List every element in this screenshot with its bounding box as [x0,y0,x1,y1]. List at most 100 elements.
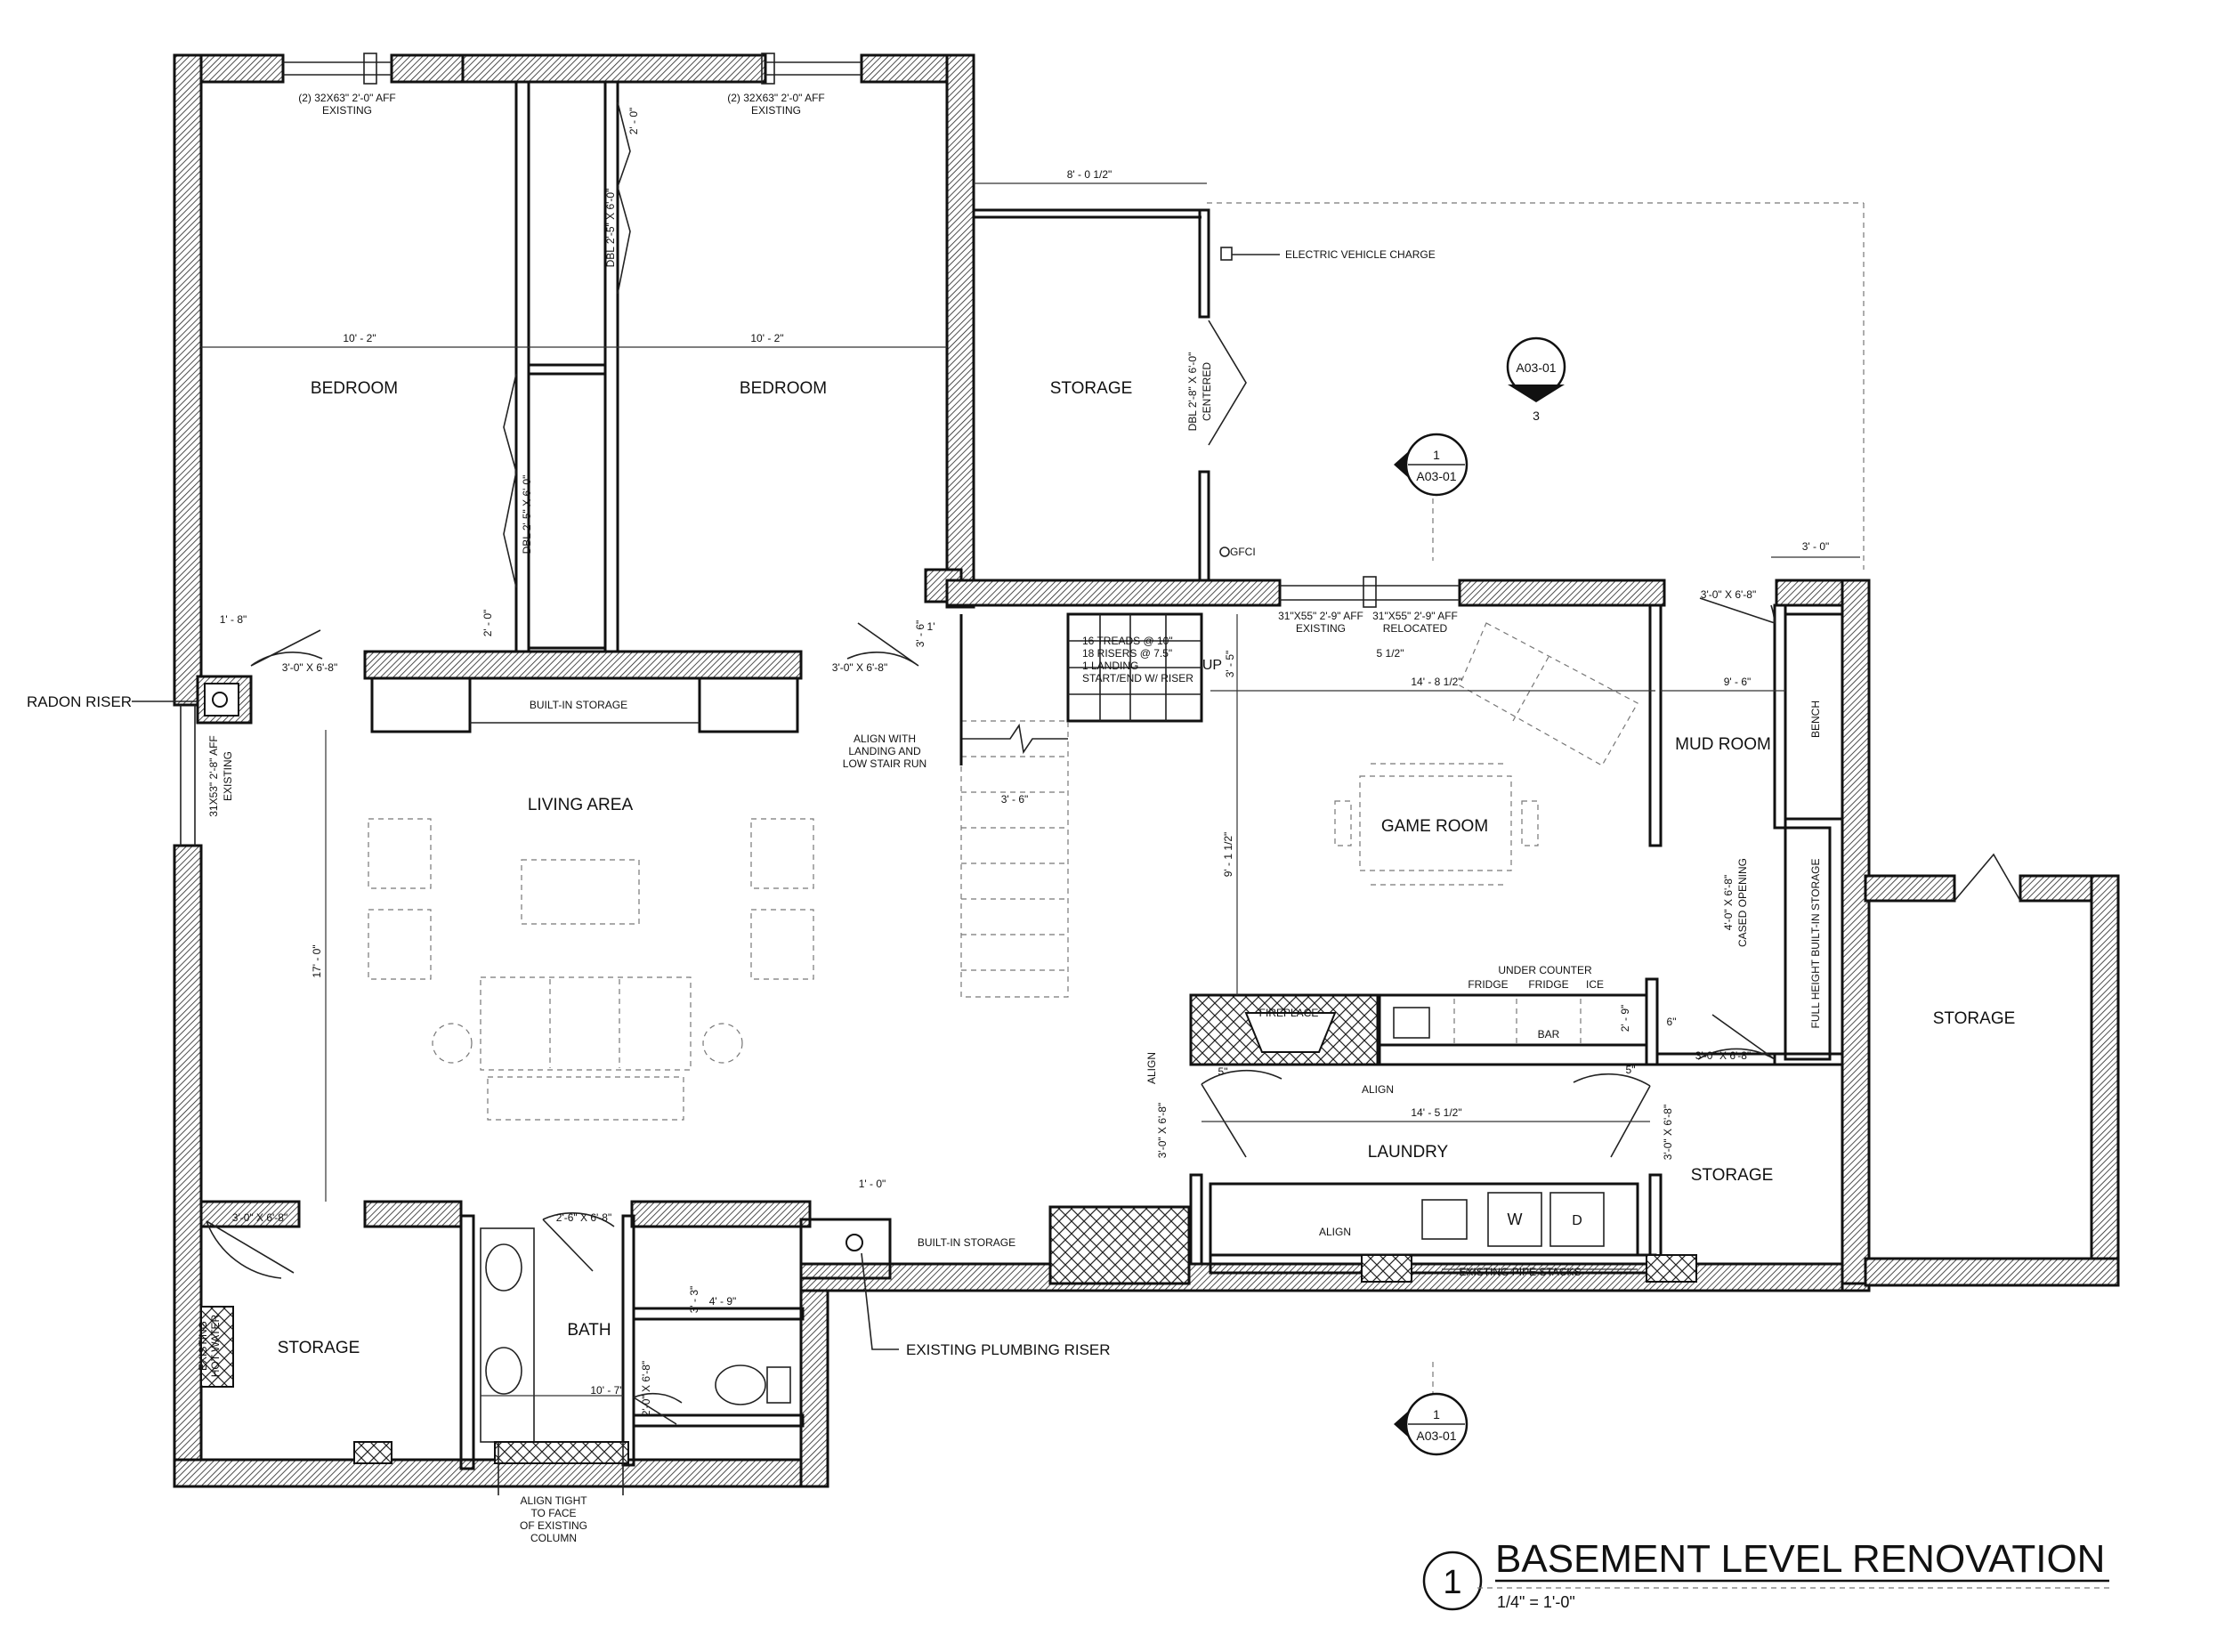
gfci-label: GFCI [1230,546,1256,558]
bar-label: BAR [1538,1028,1560,1041]
dim-game-up: 3' - 5" [1224,651,1236,678]
dim-col: 1' [927,620,935,633]
dimension-labels: 10' - 2" 10' - 2" 8' - 0 1/2" 2' - 0" 2'… [220,108,1830,1417]
align-stair-1: ALIGN WITH [854,733,916,745]
fridge1-label: FRIDGE [1468,978,1508,991]
dim-mud-w: 9' - 6" [1724,676,1752,688]
built-in-top-label: BUILT-IN STORAGE [530,699,627,711]
dim-riser-w: 1' - 0" [859,1178,886,1190]
pipe-stacks-label: EXISTING PIPE STACKS [1459,1266,1581,1278]
dim-mud-top: 3' - 0" [1802,540,1830,553]
dim-storage: 8' - 0 1/2" [1067,168,1112,181]
dim-bar-side2: 6" [1667,1016,1677,1028]
cased-opening-2: CASED OPENING [1736,858,1749,947]
dim-living-h: 17' - 0" [311,944,323,977]
dim-game-h: 9' - 1 1/2" [1222,832,1234,878]
window-left-2: EXISTING [322,104,372,117]
plumbing-riser-label: EXISTING PLUMBING RISER [906,1341,1111,1358]
dim-stair-w: 3' - 6" [914,620,926,648]
radon-riser-label: RADON RISER [27,693,132,710]
dim-bar-d: 2' - 9" [1619,1005,1631,1032]
dim-rr: 1' - 8" [220,613,247,626]
stair-note-3: 1 LANDING [1082,660,1138,672]
ev-charge-label: ELECTRIC VEHICLE CHARGE [1285,248,1436,261]
room-bedroom-right: BEDROOM [740,379,827,398]
dim-bath-w: 10' - 7" [590,1384,623,1397]
window-right-2: EXISTING [751,104,801,117]
callout-labels: RADON RISER EXISTING PLUMBING RISER ELEC… [27,92,1822,1544]
window-left-1: (2) 32X63" 2'-0" AFF [298,92,396,104]
full-height-label: FULL HEIGHT BUILT-IN STORAGE [1809,859,1822,1029]
elevation-marker: A03-01 3 [1506,336,1566,423]
dbl-closet1: DBL 2'-5" X 6'-0" [604,189,617,268]
dbl-garage-2: CENTERED [1201,362,1213,421]
fridge2-label: FRIDGE [1528,978,1568,991]
align-column-1: ALIGN TIGHT [520,1494,587,1507]
stair-note-4: START/END W/ RISER [1082,672,1193,684]
section-marker-top: 1 A03-01 [1394,433,1468,497]
room-bedroom-left: BEDROOM [311,379,398,398]
room-storage-bottom-left: STORAGE [278,1339,360,1357]
room-labels: BEDROOM BEDROOM STORAGE LIVING AREA GAME… [278,379,2016,1357]
align-column-3: OF EXISTING [520,1519,587,1532]
exterior-walls [173,53,2120,1488]
dim-bedroom-l: 10' - 2" [343,332,376,344]
dim-closet-h2: 2' - 0" [481,610,494,637]
section-bottom-num: 1 [1433,1407,1440,1421]
window-game2-1: 31"X55" 2'-9" AFF [1372,610,1458,622]
room-storage-laundry: STORAGE [1691,1166,1774,1185]
dim-door-store-r: 3'-0" X 6'-8" [1695,1049,1751,1062]
interior-walls [199,80,2021,1470]
room-mud: MUD ROOM [1675,735,1771,754]
dim-stair-gap: 3' - 6" [1001,793,1029,806]
window-game2-2: RELOCATED [1383,622,1448,635]
align-stair-2: LANDING AND [848,745,921,757]
room-game: GAME ROOM [1381,817,1488,836]
title-block: 1 BASEMENT LEVEL RENOVATION 1/4" = 1'-0" [1422,1537,2109,1611]
section-top-sheet: A03-01 [1416,469,1456,483]
ice-label: ICE [1586,978,1604,991]
section-marker-bottom: 1 A03-01 [1394,1392,1468,1456]
window-game1-1: 31"X55" 2'-9" AFF [1278,610,1363,622]
stair-note-1: 16 TREADS @ 10" [1082,635,1173,647]
window-game1-2: EXISTING [1296,622,1346,635]
furniture [368,622,1638,1121]
bench-label: BENCH [1809,700,1822,738]
dim-door-bath: 2'-6" X 6'-8" [556,1211,611,1224]
dim-game-w: 14' - 8 1/2" [1411,676,1461,688]
dim-door-laundry-l: 3'-0" X 6'-8" [1156,1103,1169,1158]
dim-door-laundry-r: 3'-0" X 6'-8" [1662,1105,1674,1160]
elev-sheet: A03-01 [1516,360,1556,375]
section-top-num: 1 [1433,448,1440,462]
title-scale: 1/4" = 1'-0" [1497,1593,1575,1611]
title-number: 1 [1443,1564,1461,1601]
built-in-bottom-label: BUILT-IN STORAGE [918,1236,1015,1249]
dim-shower-w: 4' - 9" [709,1295,737,1308]
elev-num: 3 [1533,409,1540,423]
dim-door-mud: 3'-0" X 6'-8" [1701,588,1756,601]
align-stair-3: LOW STAIR RUN [843,757,926,770]
window-right-1: (2) 32X63" 2'-0" AFF [727,92,825,104]
align3-label: ALIGN [1145,1052,1158,1084]
room-storage-top: STORAGE [1050,379,1133,398]
align-column-2: TO FACE [530,1507,576,1519]
dim-bar-side: 5" [1626,1064,1636,1076]
cased-opening-1: 4'-0" X 6'-8" [1722,875,1735,930]
room-laundry: LAUNDRY [1368,1143,1449,1162]
fireplace-label: FIREPLACE [1259,1007,1319,1019]
dim-shower-h: 3' - 3" [688,1286,700,1314]
dim-fp-side: 5" [1218,1065,1228,1078]
dim-bedroom-r: 10' - 2" [750,332,783,344]
dim-half: 5 1/2" [1377,647,1404,660]
dim-door-l: 3'-0" X 6'-8" [282,661,337,674]
hot-water-2: HOT WATER [209,1314,222,1377]
dbl-garage-1: DBL 2'-8" X 6'-0" [1186,352,1199,432]
align1-label: ALIGN [1362,1083,1394,1096]
dryer-label: D [1572,1213,1582,1228]
dim-door-wc: 2'-0" X 6'-8" [640,1361,652,1416]
room-bath: BATH [567,1321,611,1340]
stair-note-2: 18 RISERS @ 7.5" [1082,647,1172,660]
dbl-closet2: DBL 2'-5" X 6'-0" [521,475,533,555]
window-side-2: EXISTING [222,751,234,801]
dim-door-r: 3'-0" X 6'-8" [832,661,887,674]
